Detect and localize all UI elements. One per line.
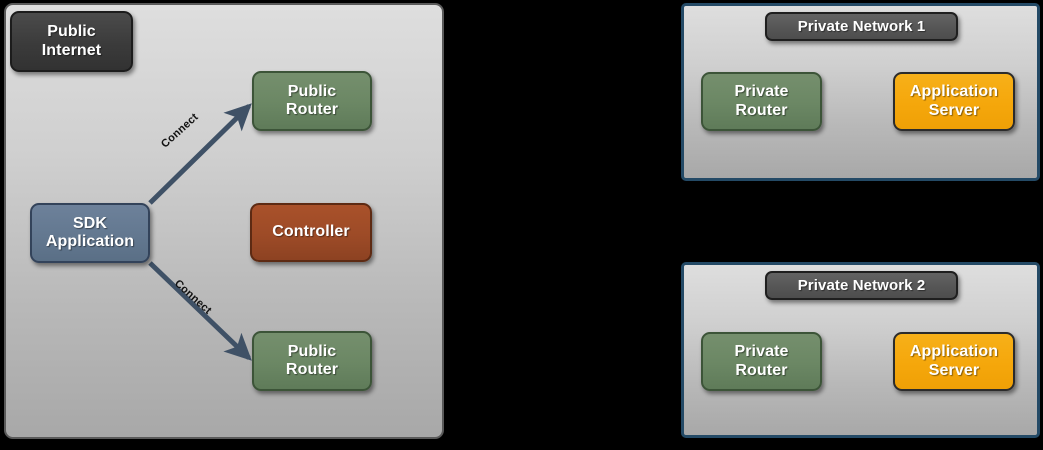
node-private-router-1[interactable]: Private Router [701, 72, 822, 131]
node-public-router-bottom[interactable]: Public Router [252, 331, 372, 391]
node-sdk-application[interactable]: SDK Application [30, 203, 150, 263]
node-application-server-2[interactable]: Application Server [893, 332, 1015, 391]
private-network-1-title: Private Network 1 [765, 12, 958, 41]
node-public-router-top[interactable]: Public Router [252, 71, 372, 131]
node-private-router-2[interactable]: Private Router [701, 332, 822, 391]
node-public-internet[interactable]: Public Internet [10, 11, 133, 72]
node-application-server-1[interactable]: Application Server [893, 72, 1015, 131]
node-controller[interactable]: Controller [250, 203, 372, 262]
private-network-2-title: Private Network 2 [765, 271, 958, 300]
